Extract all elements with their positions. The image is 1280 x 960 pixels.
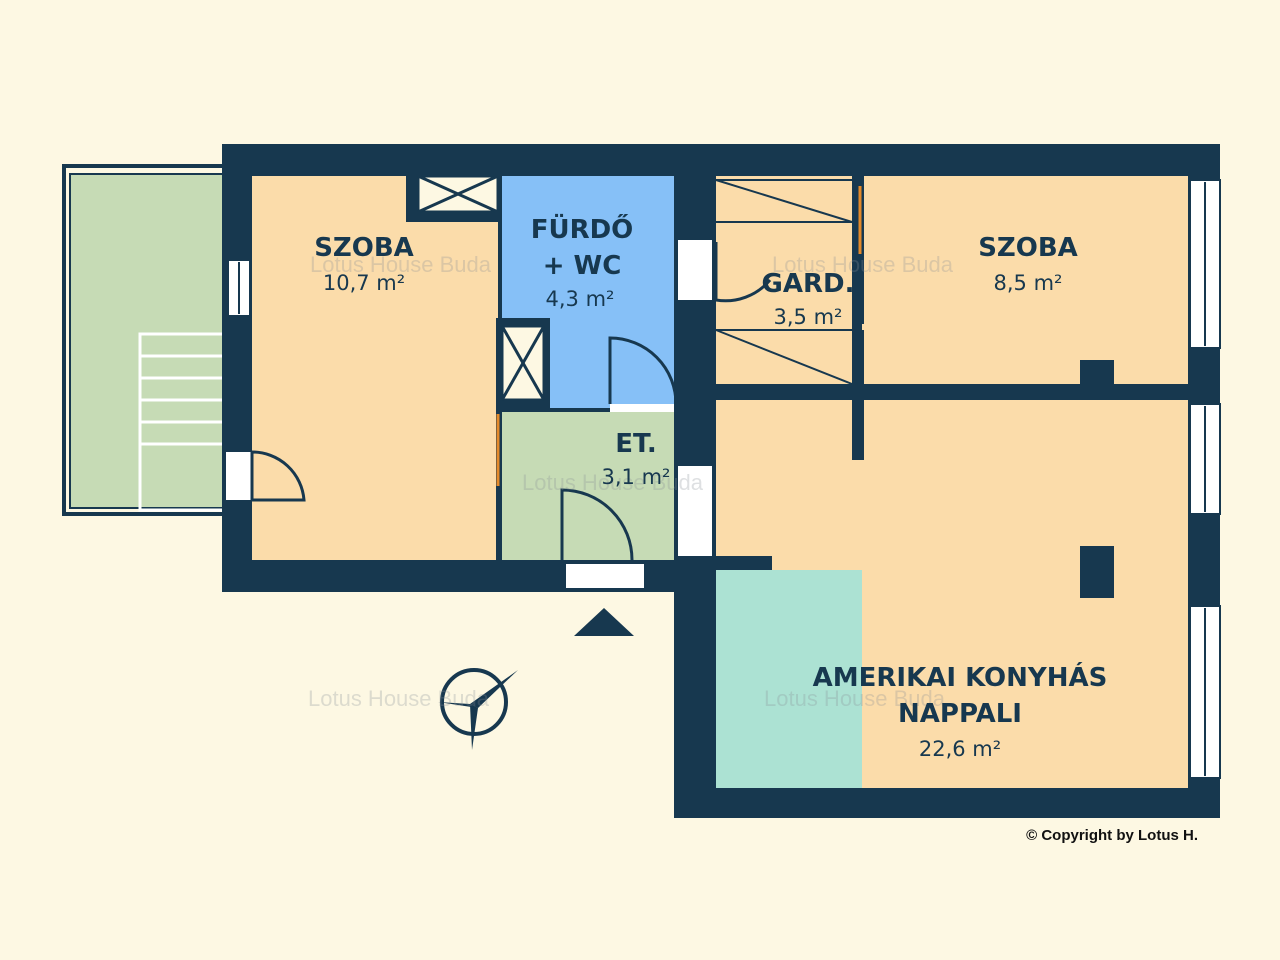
room-area-gard: 3,5 m² xyxy=(774,305,843,329)
room-area-nappali: 22,6 m² xyxy=(919,737,1001,761)
interior-walls xyxy=(496,176,1116,598)
room-name-szoba-2: SZOBA xyxy=(978,233,1078,263)
door-szoba-balcony xyxy=(250,450,306,502)
watermarks: Lotus House Buda Lotus House Buda Lotus … xyxy=(308,252,954,711)
watermark-text: Lotus House Buda xyxy=(764,686,946,711)
ventilation-shaft-top xyxy=(406,172,502,222)
door-jambs xyxy=(496,186,862,486)
copyright-text: © Copyright by Lotus H. xyxy=(1026,827,1198,844)
watermark-text: Lotus House Buda xyxy=(772,252,954,277)
watermark-text: Lotus House Buda xyxy=(308,686,490,711)
ventilation-shaft-bath xyxy=(496,318,550,410)
door-swings xyxy=(250,242,772,561)
room-name-et: ET. xyxy=(615,429,656,459)
door-bathroom xyxy=(608,336,678,405)
balcony xyxy=(62,164,226,516)
room-szoba-1 xyxy=(252,176,498,560)
room-name-nappali-line2: NAPPALI xyxy=(898,699,1022,729)
window-lines xyxy=(238,182,1206,776)
room-labels: SZOBA 10,7 m² FÜRDŐ + WC 4,3 m² ET. 3,1 … xyxy=(314,212,1107,761)
watermark-text: Lotus House Buda xyxy=(522,470,704,495)
room-gard xyxy=(716,176,852,384)
room-area-furdo: 4,3 m² xyxy=(546,287,615,311)
watermark-text: Lotus House Buda xyxy=(310,252,492,277)
compass-icon xyxy=(438,668,518,750)
door-openings xyxy=(226,240,712,588)
door-entrance xyxy=(560,488,634,561)
room-name-gard: GARD. xyxy=(762,269,855,299)
room-name-szoba-1: SZOBA xyxy=(314,233,414,263)
entrance-arrow-icon xyxy=(574,608,634,636)
room-name-furdo-line2: + WC xyxy=(543,251,622,281)
room-szoba-2 xyxy=(862,176,1188,384)
room-name-nappali-line1: AMERIKAI KONYHÁS xyxy=(813,661,1108,693)
room-name-furdo-line1: FÜRDŐ xyxy=(531,212,634,245)
room-area-et: 3,1 m² xyxy=(602,465,671,489)
wardrobe-shelves xyxy=(715,179,853,385)
kitchen-area xyxy=(716,570,862,788)
room-et xyxy=(500,412,674,560)
door-gard xyxy=(714,242,772,303)
room-area-szoba-1: 10,7 m² xyxy=(323,271,405,295)
room-area-szoba-2: 8,5 m² xyxy=(994,271,1063,295)
